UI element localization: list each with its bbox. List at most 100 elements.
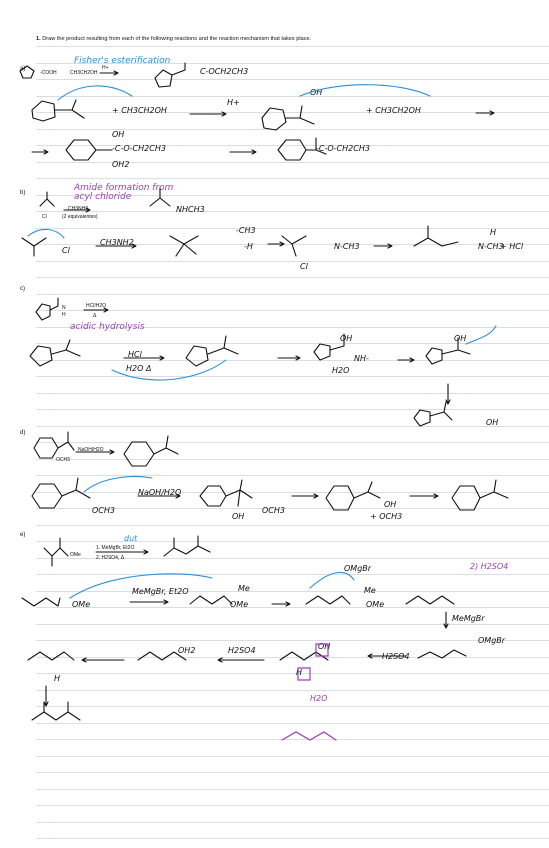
part-c-note-6: OH: [486, 418, 499, 427]
part-d-note-3: OCH3: [262, 506, 285, 515]
ruled-line: [36, 475, 549, 476]
part-b-title: Amide formation from acyl chloride: [74, 183, 174, 202]
part-e-note-17: H: [54, 674, 61, 683]
ruled-line: [36, 260, 549, 262]
cyclopentane-ring: [313, 343, 331, 361]
ruled-line: [36, 62, 549, 64]
reaction-arrow: [217, 657, 265, 663]
reaction-arrow: [63, 207, 91, 213]
ruled-line: [36, 838, 549, 839]
part-a-note-0: C-OCH2CH3: [200, 67, 249, 76]
part-e-printed-0: 1. MeMgBr, Et2O: [96, 545, 135, 551]
part-c-note-2: OH: [340, 334, 353, 343]
highlight-box: [315, 643, 329, 657]
part-e-note-12: OH: [318, 642, 331, 651]
part-a-note-4: + CH3CH2OH: [366, 106, 421, 115]
curved-arrow: [309, 571, 355, 589]
part-b-note-4: Cl: [62, 246, 70, 255]
ruled-line: [36, 821, 549, 823]
question-header: 1. Draw the product resulting from each …: [36, 36, 336, 43]
reaction-arrow: [397, 357, 415, 363]
question-number: 1.: [36, 36, 41, 42]
ruled-line: [36, 392, 549, 394]
part-a-printed-0: -COOH: [40, 70, 57, 76]
part-b-printed-1: Cl: [42, 214, 47, 220]
ruled-line: [36, 112, 549, 113]
part-b-note-6: H: [490, 228, 497, 237]
part-e-note-14: H2SO4: [228, 646, 256, 655]
part-e-note-7: OMe: [366, 600, 385, 609]
part-d-note-0: OCH3: [92, 506, 115, 515]
curved-arrow: [83, 475, 153, 493]
ruled-line: [36, 227, 549, 229]
ruled-line: [36, 376, 549, 377]
part-d-note-4: OH: [384, 500, 397, 509]
benzene-ring: [33, 437, 59, 459]
ruled-line: [36, 656, 549, 658]
part-b-printed-0: CH3NH2: [68, 206, 89, 212]
part-b-label: b): [20, 190, 26, 196]
part-b-note-0: NHCH3: [176, 205, 205, 214]
reaction-arrow: [367, 653, 407, 659]
ruled-line: [36, 161, 549, 163]
ruled-line: [36, 673, 549, 674]
part-e-label: e): [20, 532, 26, 538]
reaction-arrow: [443, 611, 449, 629]
ruled-line: [36, 145, 549, 146]
cyclopentane-ring: [29, 345, 53, 367]
reaction-arrow: [95, 549, 149, 555]
part-c-note-0: HCl: [128, 350, 142, 359]
ruled-line: [36, 442, 549, 443]
part-b-note-8: N-CH3: [478, 242, 504, 251]
cyclopentane-ring: [413, 409, 431, 427]
reaction-arrow: [445, 383, 451, 405]
part-e-printed-1: 2. H2SO4, Δ: [96, 555, 125, 561]
ruled-line: [36, 425, 549, 427]
reaction-arrow: [43, 685, 49, 707]
ruled-line: [36, 541, 549, 542]
ruled-line: [36, 640, 549, 641]
reaction-arrow: [123, 355, 165, 361]
reaction-arrow: [475, 110, 495, 116]
cyclopentane-ring: [154, 69, 173, 88]
reaction-arrow: [271, 601, 291, 607]
ruled-line: [36, 458, 549, 460]
part-a-note-7: OH: [112, 130, 125, 139]
part-c-title: acidic hydrolysis: [70, 322, 145, 332]
ruled-line: [36, 79, 549, 80]
cyclohexane-ring: [261, 107, 287, 131]
reaction-arrow: [409, 493, 439, 499]
reaction-arrow: [83, 307, 109, 313]
part-d-note-1: NaOH/H2O: [138, 488, 182, 497]
part-d-printed-1: OCH3: [56, 457, 70, 463]
part-c-printed-3: H: [62, 312, 66, 318]
part-a-note-5: -C-O-CH2CH3: [112, 144, 166, 153]
part-e-note-1: OMe: [72, 600, 91, 609]
curved-arrow: [27, 228, 65, 239]
ruled-line: [36, 574, 549, 575]
ruled-line: [36, 293, 549, 295]
ruled-line: [36, 359, 549, 361]
curved-arrow: [465, 325, 497, 345]
part-b-note-1: CH3NH2: [100, 238, 134, 247]
ruled-line: [36, 623, 549, 625]
part-a-printed-1: CH3CH2OH: [70, 70, 98, 76]
ruled-line: [36, 722, 549, 724]
part-b-note-3: -H: [244, 242, 253, 251]
part-e-note-15: H2O: [310, 694, 328, 703]
part-c-note-4: H2O: [332, 366, 350, 375]
ruled-line: [36, 343, 549, 344]
part-a-printed-2: H+: [102, 65, 109, 71]
curved-arrow: [299, 84, 431, 97]
reaction-arrow: [291, 493, 319, 499]
cyclohexane-ring: [31, 100, 56, 122]
ruled-line: [36, 211, 549, 212]
part-c-note-1: H2O Δ: [126, 364, 152, 373]
ruled-line: [36, 409, 549, 410]
cyclohexane-ring: [123, 441, 155, 467]
reaction-arrow: [229, 149, 257, 155]
part-d-note-2: OH: [232, 512, 245, 521]
cyclohexane-ring: [31, 483, 63, 509]
purple-product-sketch: [281, 731, 337, 741]
